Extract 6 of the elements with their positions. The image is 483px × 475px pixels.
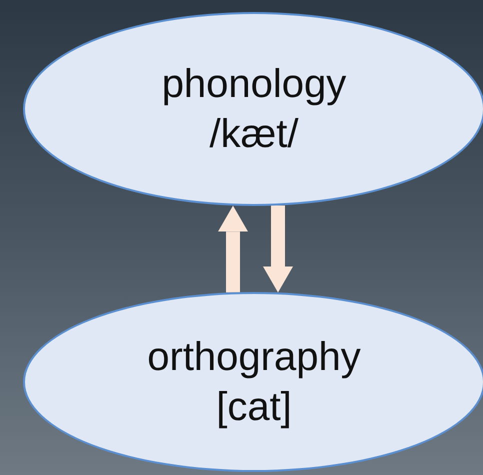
- node-text: /kæt/: [210, 111, 298, 158]
- node-text: orthography: [147, 334, 361, 381]
- arrow: [218, 206, 248, 292]
- node-text: phonology: [162, 61, 346, 108]
- node-text: [cat]: [216, 384, 292, 431]
- arrow: [263, 205, 293, 292]
